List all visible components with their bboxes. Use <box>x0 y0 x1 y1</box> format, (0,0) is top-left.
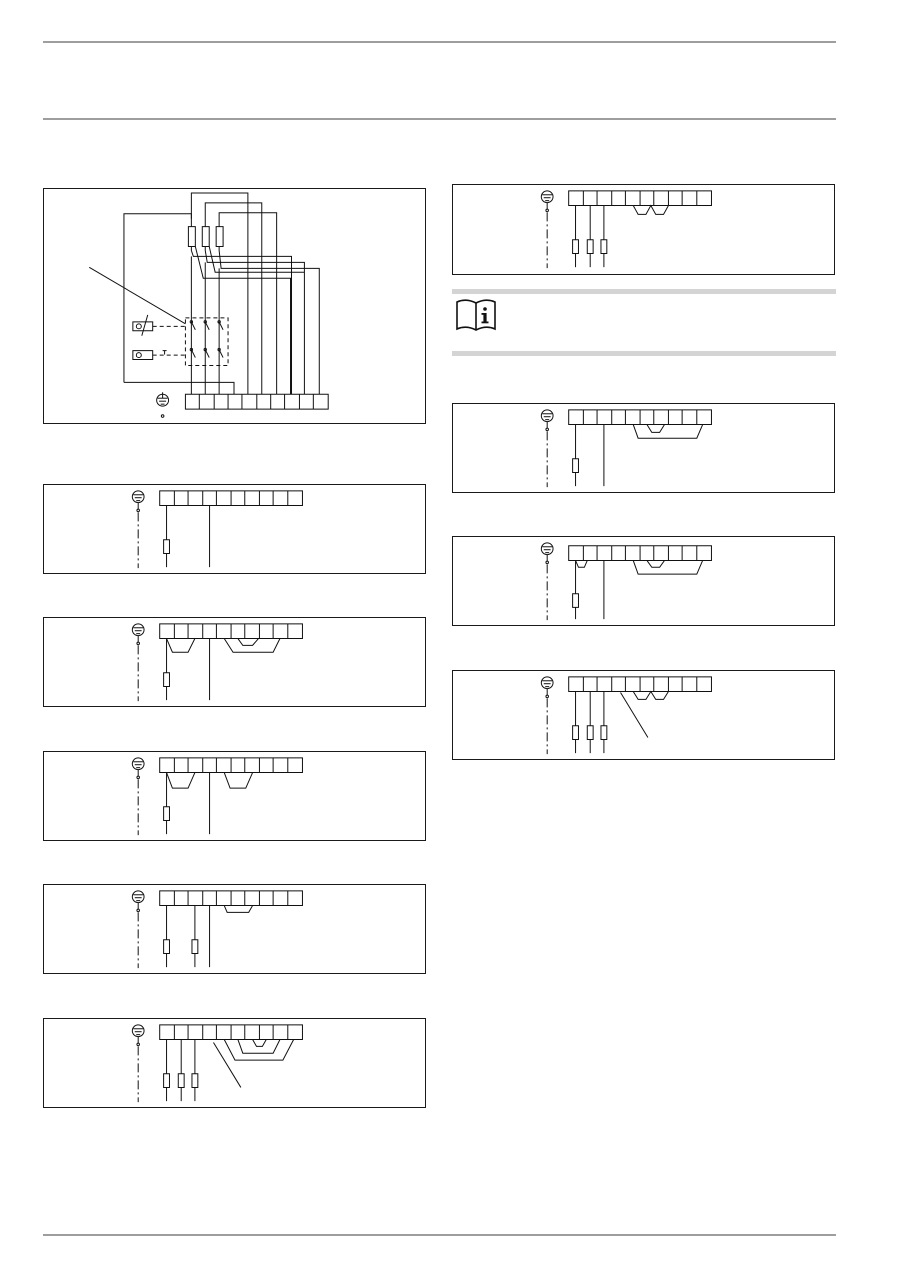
bridge <box>633 425 702 439</box>
earth-icon <box>541 677 553 754</box>
earth-icon <box>132 624 144 701</box>
fuse <box>587 726 593 740</box>
earth-icon <box>132 758 144 835</box>
terminal-variant-1 <box>44 485 425 573</box>
terminal-variant-3 <box>44 752 425 840</box>
variant-panel-8 <box>452 536 835 626</box>
bridge <box>224 773 252 789</box>
bridge <box>224 639 280 653</box>
fuse <box>192 940 198 954</box>
terminal-variant-5 <box>44 1019 425 1107</box>
callout-leader <box>213 1042 240 1087</box>
fuse <box>573 240 579 254</box>
header-rule-bottom <box>43 118 836 120</box>
bridge <box>633 692 668 700</box>
variant-panel-6 <box>452 184 835 275</box>
bridge <box>224 906 252 913</box>
header-rule-top <box>43 41 836 43</box>
terminal-dividers <box>174 891 287 906</box>
callout-leader <box>621 693 648 738</box>
variant-panel-3 <box>43 751 426 841</box>
terminal-dividers <box>174 624 287 639</box>
terminal-dividers <box>583 546 696 561</box>
bridge <box>167 773 195 789</box>
terminal-variant-6 <box>453 185 834 274</box>
info-manual-icon <box>455 298 497 332</box>
terminal-variant-8 <box>453 537 834 625</box>
bridge <box>633 206 668 215</box>
wiring-lines <box>124 193 319 394</box>
terminal-variant-4 <box>44 885 425 973</box>
wiring-schematic <box>44 189 425 423</box>
wiring-schematic-panel <box>43 188 426 424</box>
fuse <box>178 1074 184 1088</box>
fuse <box>164 940 170 954</box>
terminal-strip <box>569 546 712 561</box>
switch-contacts <box>190 321 223 358</box>
heating-elements <box>188 227 223 247</box>
callout-leader <box>89 267 185 324</box>
earth-icon <box>132 491 144 568</box>
earth-icon <box>541 543 553 620</box>
fuse <box>573 594 579 608</box>
fuse <box>164 807 170 821</box>
variant-panel-9 <box>452 670 835 760</box>
note-bar-top <box>452 289 836 294</box>
terminal-dividers <box>583 191 696 206</box>
bridge <box>167 639 195 653</box>
safety-switch-box <box>185 318 228 366</box>
earth-icon <box>541 191 553 268</box>
variant-panel-2 <box>43 617 426 707</box>
terminal-dividers <box>174 1025 287 1040</box>
terminal-dividers <box>174 758 287 773</box>
fuse <box>164 540 170 554</box>
fuse <box>573 459 579 473</box>
limiter-sensor-icon <box>133 351 186 360</box>
fuse <box>601 726 607 740</box>
terminal-dividers <box>583 410 696 425</box>
bridge <box>224 1040 293 1061</box>
fuse <box>192 1074 198 1088</box>
fuse <box>164 673 170 687</box>
earth-icon <box>132 1025 144 1102</box>
note-bar-bottom <box>452 351 836 356</box>
variant-panel-1 <box>43 484 426 574</box>
fuse <box>587 240 593 254</box>
bridge <box>238 1040 280 1054</box>
variant-panel-5 <box>43 1018 426 1108</box>
bridge <box>576 560 588 567</box>
terminal-dividers <box>583 677 696 692</box>
terminal-dividers <box>199 394 313 409</box>
earth-icon <box>132 891 144 968</box>
variant-panel-4 <box>43 884 426 974</box>
fuse <box>164 1074 170 1088</box>
thermostat-sensor-icon <box>133 315 186 336</box>
earth-icon <box>157 392 169 417</box>
terminal-variant-2 <box>44 618 425 706</box>
earth-icon <box>541 410 553 487</box>
terminal-variant-9 <box>453 671 834 759</box>
variant-panel-7 <box>452 403 835 493</box>
bridge <box>633 560 702 574</box>
terminal-dividers <box>174 491 287 506</box>
fuse <box>573 726 579 740</box>
fuse <box>601 240 607 254</box>
footer-rule <box>43 1234 836 1236</box>
terminal-variant-7 <box>453 404 834 492</box>
